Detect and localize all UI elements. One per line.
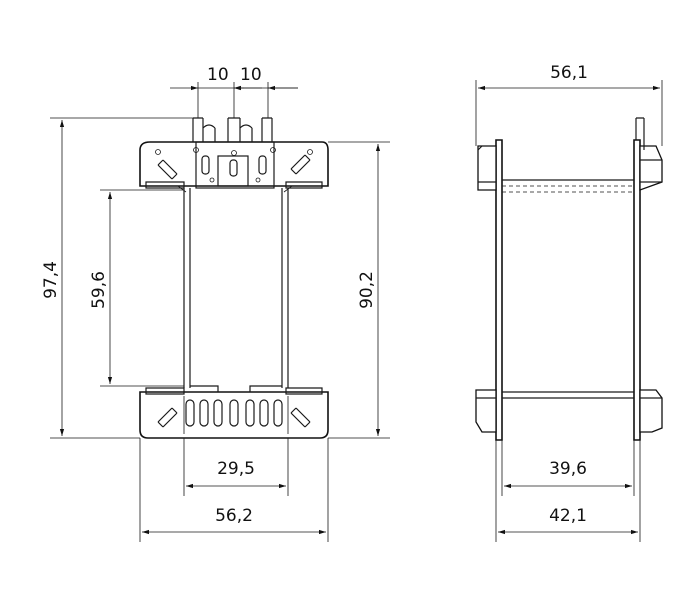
side-left-flange (475, 139, 503, 441)
dim-pin-pitch-left-label: 10 (207, 65, 229, 85)
dim-side-inner-width: 39,6 (501, 440, 635, 496)
dim-pin-pitch: 10 10 (170, 65, 298, 118)
front-view: 10 10 97,4 59,6 90,2 2 (41, 65, 390, 542)
dim-side-inner-width-label: 39,6 (549, 459, 587, 479)
dim-side-overall-width: 56,1 (475, 63, 663, 146)
dim-frame-height-label: 90,2 (357, 271, 377, 309)
side-right-flange (633, 117, 663, 441)
dim-inner-width: 29,5 (183, 438, 289, 496)
winding-tube (183, 188, 289, 388)
dim-inner-height-label: 59,6 (89, 271, 109, 309)
dim-side-core-width-label: 42,1 (549, 506, 587, 526)
top-flange (139, 117, 329, 193)
side-winding-tube (502, 179, 634, 399)
bottom-flange (139, 385, 329, 439)
dim-inner-height: 59,6 (89, 189, 184, 387)
dim-side-overall-width-label: 56,1 (550, 63, 588, 83)
dim-overall-width: 56,2 (139, 438, 329, 542)
dim-overall-height-label: 97,4 (41, 261, 61, 299)
dim-pin-pitch-right-label: 10 (240, 65, 262, 85)
side-view: 56,1 39,6 42,1 (475, 63, 663, 542)
dim-inner-width-label: 29,5 (217, 459, 255, 479)
dim-overall-height: 97,4 (41, 117, 193, 439)
dim-side-core-width: 42,1 (495, 440, 641, 542)
dim-frame-height: 90,2 (328, 141, 390, 439)
dim-overall-width-label: 56,2 (215, 506, 253, 526)
